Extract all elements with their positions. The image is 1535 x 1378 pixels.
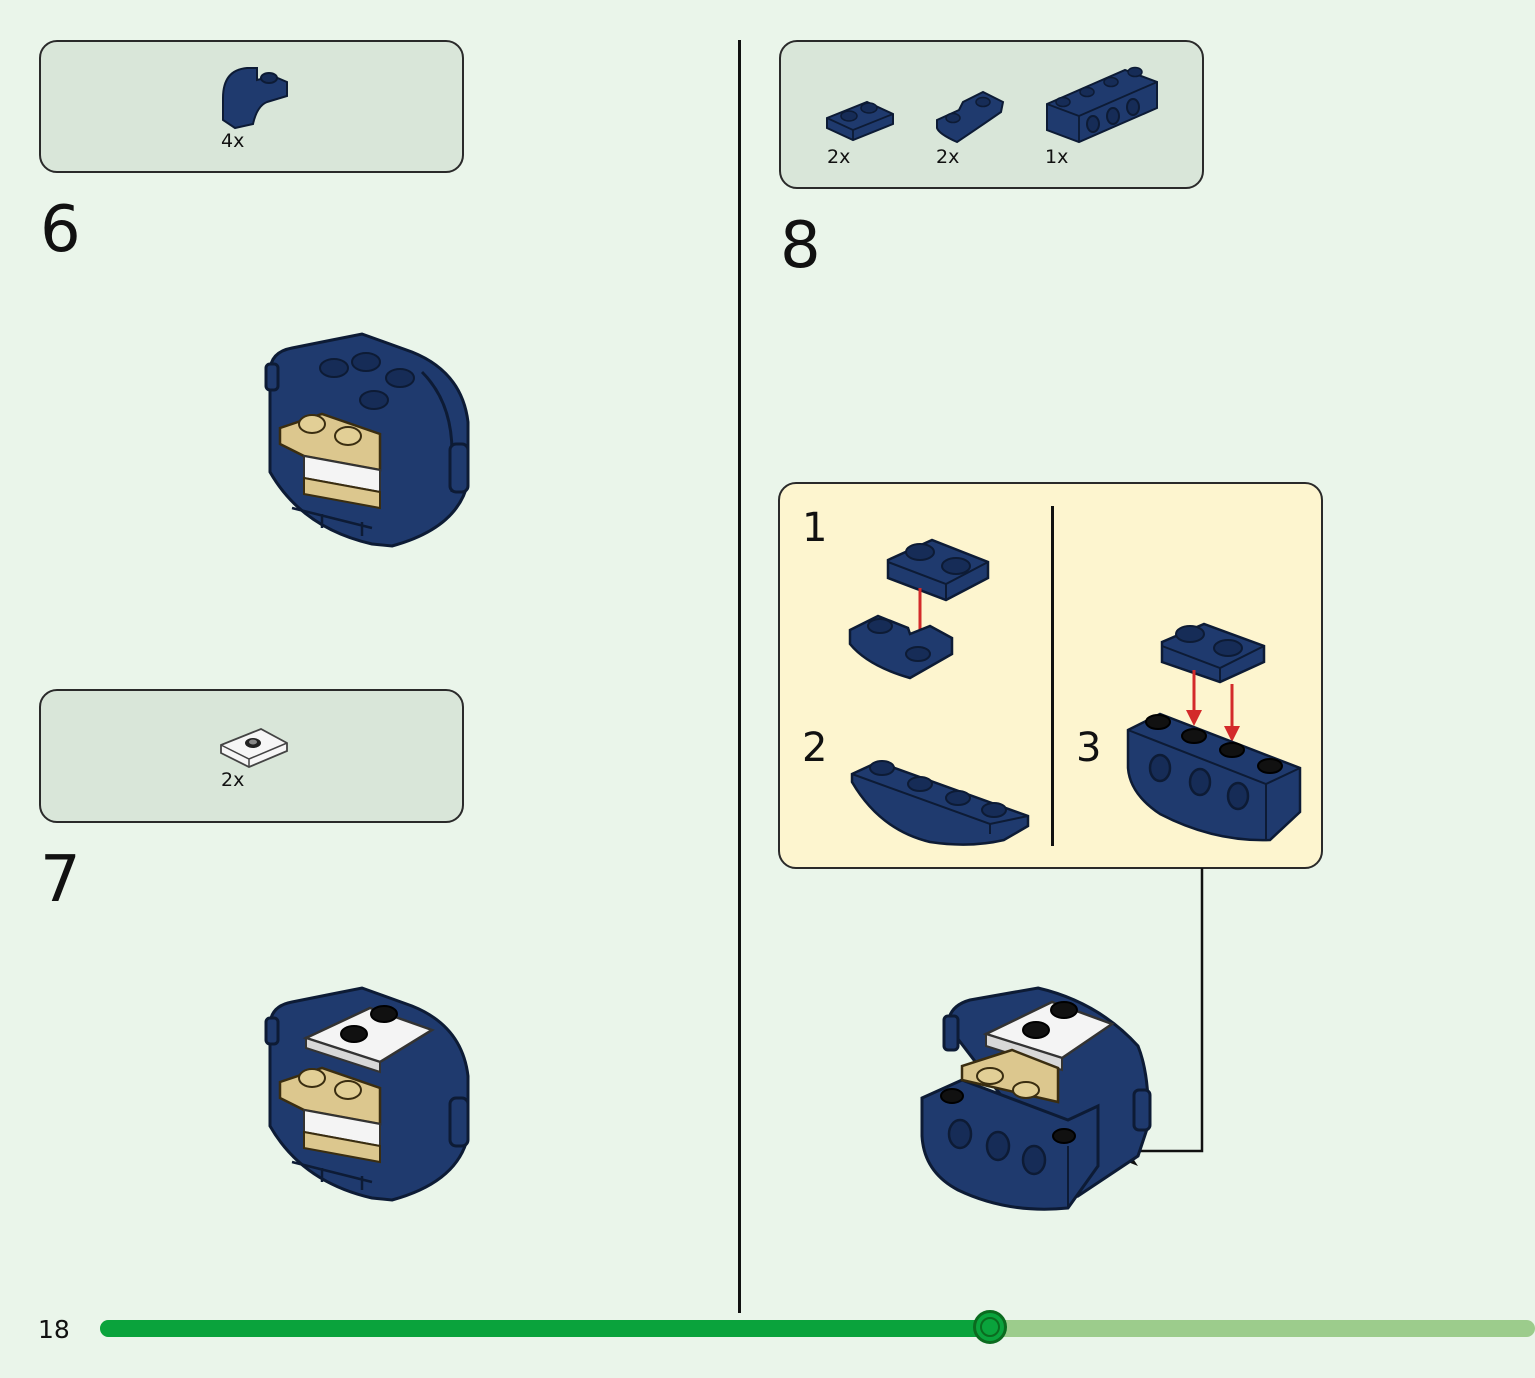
- plate-1x2-blue-icon: [826, 100, 894, 142]
- substep-2-illustration: [850, 760, 1030, 846]
- callout-separator: [1051, 506, 1054, 846]
- part-quantity: 2x: [827, 146, 851, 168]
- step-number-7: 7: [40, 843, 81, 917]
- substep-1-illustration: [848, 538, 990, 680]
- step-6-assembly-illustration: [264, 332, 470, 548]
- step-8-assembly-illustration: [920, 986, 1152, 1211]
- part-quantity: 2x: [936, 146, 960, 168]
- part-quantity: 2x: [221, 769, 245, 791]
- part-quantity: 4x: [221, 130, 245, 152]
- step-7-assembly-illustration: [264, 986, 470, 1202]
- step-number-6: 6: [40, 193, 81, 267]
- step-number-8: 8: [780, 209, 821, 283]
- progress-fill: [100, 1320, 990, 1337]
- sub-assembly-callout: 1 2 3: [778, 482, 1323, 869]
- page-number: 18: [38, 1315, 70, 1344]
- inverted-slope-blue-icon: [936, 90, 1005, 144]
- parts-box-step-7: 2x: [39, 689, 464, 823]
- curved-slope-brick-icon: [222, 67, 288, 130]
- substep-number-1: 1: [802, 505, 828, 551]
- column-divider: [738, 40, 741, 1313]
- parts-box-step-6: 4x: [39, 40, 464, 173]
- substep-number-3: 3: [1076, 725, 1102, 771]
- part-quantity: 1x: [1045, 146, 1069, 168]
- parts-box-step-8: 2x 2x 1x: [779, 40, 1204, 189]
- jumper-plate-white-icon: [220, 728, 288, 768]
- technic-brick-1x4-icon: [1046, 66, 1158, 144]
- substep-3-illustration: [1126, 622, 1302, 842]
- progress-knob[interactable]: [972, 1310, 1007, 1344]
- substep-number-2: 2: [802, 725, 828, 771]
